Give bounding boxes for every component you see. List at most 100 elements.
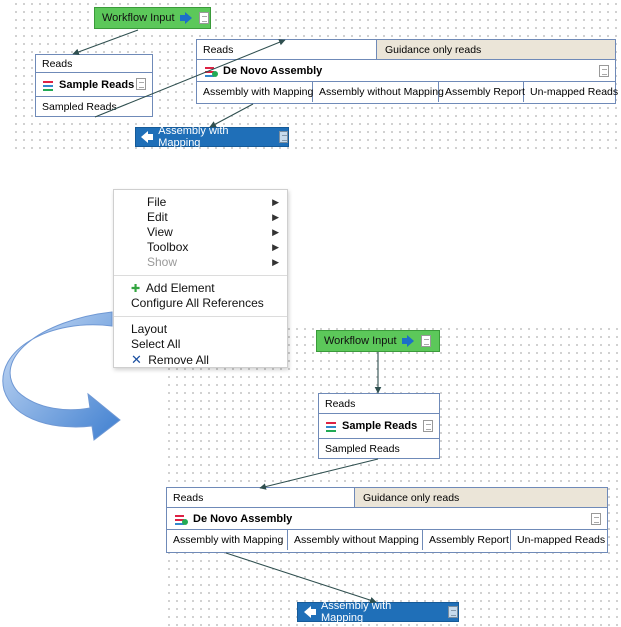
menu-item-label: Show — [147, 255, 178, 269]
document-icon[interactable] — [198, 12, 209, 24]
output-label: Assembly with Mapping — [203, 86, 314, 98]
arrow-right-icon — [179, 12, 192, 24]
x-icon: ✕ — [131, 352, 142, 367]
menu-item-edit[interactable]: Edit ▶ — [114, 210, 287, 225]
menu-item-label: Remove All — [148, 353, 209, 367]
submenu-arrow-icon: ▶ — [272, 257, 279, 267]
sample-reads-title[interactable]: Sample Reads — [36, 73, 152, 97]
output-label: Assembly without Mapping — [319, 86, 444, 98]
workflow-input-label: Workflow Input — [324, 335, 397, 347]
sample-reads-title[interactable]: Sample Reads — [319, 414, 439, 439]
document-icon[interactable] — [420, 335, 431, 347]
denovo-assembly-label: De Novo Assembly — [193, 512, 293, 525]
menu-item-label: Select All — [131, 337, 181, 351]
guidance-reads-input-port[interactable]: Guidance only reads — [355, 488, 607, 507]
workflow-output-node[interactable]: Assembly with Mapping — [297, 600, 459, 624]
menu-item-label: Toolbox — [147, 240, 189, 254]
output-port-assembly-report[interactable]: Assembly Report — [423, 530, 511, 550]
arrow-right-icon — [401, 335, 414, 347]
menu-item-label: View — [147, 225, 173, 239]
menu-item-label: Add Element — [145, 281, 215, 295]
output-label: Assembly with Mapping — [173, 534, 284, 546]
workflow-input-label: Workflow Input — [102, 12, 175, 24]
output-port-assembly-with-mapping[interactable]: Assembly with Mapping — [197, 82, 313, 102]
sampled-reads-label: Sampled Reads — [42, 100, 117, 113]
reads-input-label: Reads — [42, 57, 73, 70]
document-icon[interactable] — [591, 513, 601, 525]
reads-input-port[interactable]: Reads — [36, 55, 152, 73]
reads-input-label: Reads — [203, 43, 234, 56]
sample-reads-icon — [42, 79, 54, 91]
output-port-unmapped-reads[interactable]: Un-mapped Reads — [511, 530, 611, 550]
reads-input-port[interactable]: Reads — [319, 394, 439, 414]
menu-item-view[interactable]: View ▶ — [114, 225, 287, 240]
submenu-arrow-icon: ▶ — [272, 227, 279, 237]
workflow-canvas-after[interactable] — [165, 325, 621, 627]
reads-input-port[interactable]: Reads — [167, 488, 355, 507]
menu-item-remove-all[interactable]: ✕ Remove All — [114, 352, 287, 367]
document-icon[interactable] — [423, 420, 433, 432]
denovo-assembly-icon — [175, 513, 188, 525]
denovo-assembly-title[interactable]: De Novo Assembly — [197, 60, 615, 82]
arrow-left-icon — [303, 606, 316, 618]
output-label: Assembly without Mapping — [294, 534, 419, 546]
guidance-reads-label: Guidance only reads — [363, 491, 460, 504]
output-label: Assembly Report — [445, 86, 525, 98]
context-menu[interactable]: File ▶ Edit ▶ View ▶ Toolbox ▶ Show ▶ ✚ … — [113, 189, 288, 368]
sample-reads-node[interactable]: Reads Sample Reads Sampled Reads — [318, 393, 440, 459]
workflow-input-node[interactable]: Workflow Input — [94, 7, 211, 29]
menu-item-add-element[interactable]: ✚ Add Element — [114, 281, 287, 296]
output-label: Un-mapped Reads — [517, 534, 606, 546]
menu-item-label: Configure All References — [131, 296, 264, 310]
submenu-arrow-icon: ▶ — [272, 212, 279, 222]
plus-icon: ✚ — [131, 283, 141, 295]
submenu-arrow-icon: ▶ — [272, 242, 279, 252]
sampled-reads-label: Sampled Reads — [325, 442, 400, 455]
menu-item-file[interactable]: File ▶ — [114, 195, 287, 210]
denovo-assembly-node[interactable]: Reads Guidance only reads De Novo Assemb… — [196, 39, 618, 104]
menu-item-toolbox[interactable]: Toolbox ▶ — [114, 240, 287, 255]
denovo-assembly-node[interactable]: Reads Guidance only reads De Novo Assemb… — [166, 487, 608, 553]
sampled-reads-output-port[interactable]: Sampled Reads — [36, 97, 152, 116]
workflow-output-node[interactable]: Assembly with Mapping — [135, 125, 289, 149]
arrow-left-icon — [141, 131, 154, 143]
menu-item-show: Show ▶ — [114, 255, 287, 270]
sample-reads-label: Sample Reads — [59, 78, 135, 91]
menu-item-label: Edit — [147, 210, 168, 224]
workflow-input-node[interactable]: Workflow Input — [316, 330, 440, 352]
output-port-assembly-with-mapping[interactable]: Assembly with Mapping — [167, 530, 288, 550]
guidance-reads-label: Guidance only reads — [385, 43, 482, 56]
sample-reads-node[interactable]: Reads Sample Reads Sampled Reads — [35, 54, 153, 117]
menu-item-layout[interactable]: Layout — [114, 322, 287, 337]
reads-input-port[interactable]: Reads — [197, 40, 377, 59]
curved-arrow-icon — [2, 311, 121, 441]
output-label: Un-mapped Reads — [530, 86, 619, 98]
submenu-arrow-icon: ▶ — [272, 197, 279, 207]
menu-item-label: File — [147, 195, 167, 209]
sample-reads-label: Sample Reads — [342, 420, 418, 432]
menu-separator — [114, 316, 287, 317]
workflow-output-label: Assembly with Mapping — [320, 600, 392, 624]
menu-item-configure-references[interactable]: Configure All References — [114, 296, 287, 311]
menu-item-select-all[interactable]: Select All — [114, 337, 287, 352]
document-icon[interactable] — [448, 606, 458, 618]
reads-input-label: Reads — [325, 397, 356, 410]
workflow-output-label: Assembly with Mapping — [158, 125, 229, 149]
output-port-assembly-without-mapping[interactable]: Assembly without Mapping — [313, 82, 444, 102]
reads-input-label: Reads — [173, 491, 204, 504]
document-icon[interactable] — [136, 78, 146, 90]
sample-reads-icon — [325, 420, 337, 432]
output-label: Assembly Report — [429, 534, 509, 546]
denovo-assembly-label: De Novo Assembly — [223, 64, 323, 77]
document-icon[interactable] — [278, 131, 288, 143]
output-port-unmapped-reads[interactable]: Un-mapped Reads — [524, 82, 621, 102]
denovo-assembly-title[interactable]: De Novo Assembly — [167, 508, 607, 530]
sampled-reads-output-port[interactable]: Sampled Reads — [319, 439, 439, 458]
document-icon[interactable] — [599, 65, 609, 77]
output-port-assembly-report[interactable]: Assembly Report — [439, 82, 525, 102]
denovo-assembly-icon — [205, 65, 218, 77]
guidance-reads-input-port[interactable]: Guidance only reads — [377, 40, 615, 59]
output-port-assembly-without-mapping[interactable]: Assembly without Mapping — [288, 530, 423, 550]
menu-separator — [114, 275, 287, 276]
menu-item-label: Layout — [131, 322, 168, 336]
